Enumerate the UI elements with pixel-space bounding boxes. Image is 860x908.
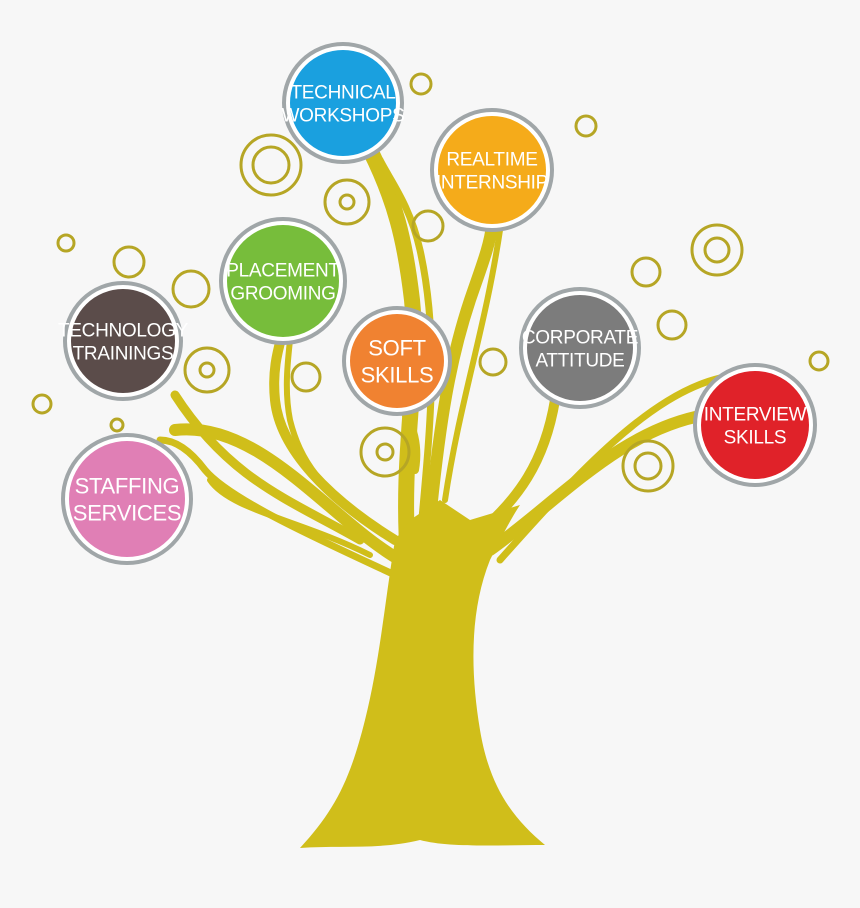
deco-ring [690, 223, 744, 277]
deco-ring [109, 417, 125, 433]
deco-ring [112, 245, 146, 279]
branch-placement-2 [283, 337, 383, 533]
node-fill [701, 371, 809, 479]
branch-interview [484, 409, 711, 556]
deco-ring [808, 350, 830, 372]
node-fill [227, 225, 339, 337]
node-label: SKILLS [724, 428, 787, 449]
deco-ring [198, 361, 216, 379]
node-fill [71, 289, 175, 393]
node-label: INTERNSHIP [436, 173, 548, 194]
deco-ring [630, 256, 662, 288]
deco-ring [290, 361, 322, 393]
branch-technology [170, 390, 365, 545]
node-label: CORPORATE [522, 328, 638, 349]
deco-ring [359, 426, 411, 478]
node-fill [350, 314, 444, 408]
deco-ring [338, 193, 356, 211]
node-label: ATTITUDE [535, 351, 624, 372]
node-fill [69, 441, 185, 557]
decorative-rings [31, 72, 830, 493]
deco-ring [478, 347, 508, 377]
deco-ring [239, 133, 303, 197]
node-label: WORKSHOPS [282, 106, 405, 127]
node-label: TECHNOLOGY [58, 321, 189, 342]
branch-realtime [424, 219, 498, 526]
deco-ring [411, 209, 445, 243]
deco-ring [171, 269, 211, 309]
node-label: REALTIME [446, 150, 537, 171]
node-fill [527, 295, 633, 401]
branch-technical-2 [376, 156, 436, 544]
deco-ring [323, 178, 371, 226]
deco-ring [574, 114, 598, 138]
branch-realtime-2 [442, 227, 503, 503]
deco-ring [621, 439, 675, 493]
node-label: SOFT [368, 336, 425, 361]
deco-ring [251, 145, 291, 185]
node-label: PLACEMENT [226, 261, 340, 282]
node-fill [290, 50, 396, 156]
deco-ring [56, 233, 76, 253]
branch-staffing-2 [156, 436, 399, 579]
deco-ring [31, 393, 53, 415]
tree-shape [156, 142, 724, 579]
deco-ring [183, 346, 231, 394]
deco-ring [409, 72, 433, 96]
nodes-layer: TECHNICALWORKSHOPSREALTIMEINTERNSHIPPLAC… [58, 42, 817, 565]
node-label: TECHNICAL [291, 83, 396, 104]
branch-interview-2 [496, 374, 724, 564]
node-label: INTERVIEW [704, 405, 807, 426]
deco-ring [375, 442, 395, 462]
deco-ring [703, 236, 731, 264]
deco-ring [633, 451, 663, 481]
node-label: STAFFING [75, 474, 180, 499]
node-fill [438, 116, 546, 224]
node-label: GROOMING [230, 284, 335, 305]
node-label: SERVICES [73, 501, 181, 526]
tree-trunk [300, 500, 545, 848]
branch-technology-2 [207, 477, 373, 558]
node-label: SKILLS [361, 363, 434, 388]
node-label: TRAININGS [73, 344, 174, 365]
deco-ring [656, 309, 688, 341]
